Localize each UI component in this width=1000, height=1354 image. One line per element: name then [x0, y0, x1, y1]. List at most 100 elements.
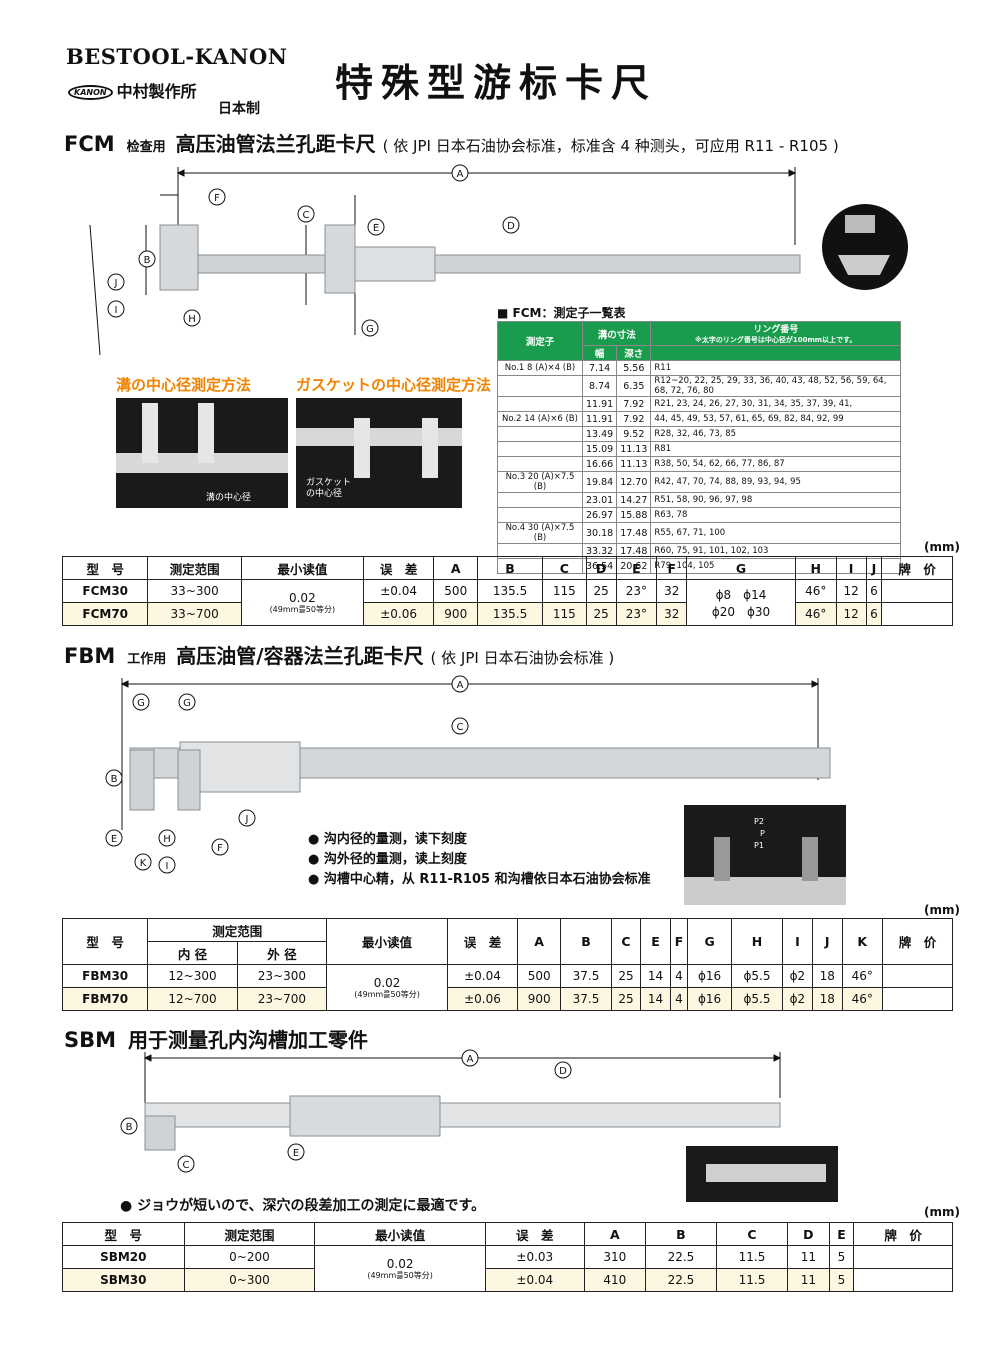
table-header: E [828, 1222, 855, 1246]
kanon-logo: KANON [68, 85, 113, 100]
table-header: 最小读值 [314, 1222, 486, 1246]
method2-title: ガスケットの中心径測定方法 [296, 376, 492, 394]
table-header: A [583, 1222, 646, 1246]
svg-text:B: B [111, 774, 118, 785]
svg-text:D: D [559, 1066, 567, 1077]
table-header: I [835, 556, 867, 580]
gasket-center-photo: ガスケット の中心径 [296, 398, 462, 508]
table-header: 测定范围 [147, 556, 242, 580]
table-header: 最小读值 [240, 556, 364, 580]
fbm-bullets: ● 沟内径的量测，读下刻度 ● 沟外径的量测，读上刻度 ● 沟槽中心精，从 R1… [308, 832, 651, 887]
dim-A: A [457, 169, 464, 180]
table-header: 测定范围 [183, 1222, 316, 1246]
table-header: 牌 价 [881, 556, 953, 580]
table-header: J [865, 556, 883, 580]
svg-text:G: G [137, 698, 145, 709]
svg-text:E: E [111, 834, 117, 845]
fcm-subtable-title: ■ FCM：測定子一覧表 [497, 306, 626, 320]
table-header: C [541, 556, 587, 580]
table-header: B [644, 1222, 717, 1246]
svg-text:A: A [457, 680, 464, 691]
svg-text:K: K [140, 858, 147, 869]
sbm-note: ● ジョウが短いので、深穴の段差加工の測定に最適です。 [120, 1198, 486, 1214]
table-header: B [477, 556, 543, 580]
sbm-unit: (mm) [924, 1205, 960, 1219]
fcm-caliper-drawing: A F B C E D J I H G [89, 164, 908, 356]
table-header: G [686, 556, 796, 580]
page-title: 特殊型游标卡尺 [335, 61, 658, 105]
fcm-name: 高压油管法兰孔距卡尺 [175, 132, 376, 156]
table-header: 牌 价 [853, 1222, 953, 1246]
svg-text:J: J [245, 814, 249, 825]
svg-text:H: H [163, 834, 171, 845]
fbm-caliper-drawing: A G G C B J E H F K I [105, 675, 831, 874]
svg-text:C: C [183, 1160, 190, 1171]
svg-text:B: B [126, 1122, 133, 1133]
svg-text:J: J [114, 278, 118, 289]
svg-text:H: H [188, 314, 196, 325]
table-header: E [615, 556, 658, 580]
brand-name: BESTOOL-KANON [66, 44, 288, 69]
maker-name: 中村製作所 [116, 82, 197, 101]
method1-title: 溝の中心径測定方法 [116, 376, 252, 394]
svg-text:C: C [457, 722, 464, 733]
svg-text:E: E [373, 223, 379, 234]
made-in: 日本制 [218, 101, 260, 117]
table-header: D [585, 556, 617, 580]
svg-text:F: F [214, 193, 220, 204]
svg-text:C: C [303, 210, 310, 221]
table-header: H [794, 556, 837, 580]
fbm-unit: (mm) [924, 903, 960, 917]
svg-text:G: G [183, 698, 191, 709]
fbm-groove-diagram: P2 P P1 [684, 805, 846, 905]
table-header: A [433, 556, 479, 580]
photo1-label: 溝の中心径 [206, 493, 252, 503]
table-header: D [787, 1222, 830, 1246]
svg-text:D: D [507, 221, 515, 232]
sub-header-ring: リング番号※太字のリング番号は中心径が100mm以上です。 [650, 321, 901, 346]
table-header: 误 差 [362, 556, 435, 580]
fcm-note: ( 依 JPI 日本石油协会标准，标准含 4 种测头，可应用 R11 - R10… [382, 137, 839, 155]
sub-header-groove: 溝の寸法 [581, 321, 652, 346]
fcm-probe-table: 測定子 溝の寸法 リング番号※太字のリング番号は中心径が100mm以上です。 幅… [497, 321, 901, 574]
groove-center-photo: 溝の中心径 [116, 398, 288, 508]
table-header: 误 差 [484, 1222, 585, 1246]
svg-text:E: E [293, 1148, 299, 1159]
sub-header-width: 幅 [581, 345, 618, 361]
photo2-label: ガスケット の中心径 [306, 478, 352, 499]
fcm-unit: (mm) [924, 540, 960, 554]
svg-text:B: B [144, 255, 151, 266]
sbm-usage-photo [686, 1146, 838, 1202]
table-header: 型 号 [61, 556, 149, 580]
svg-text:I: I [166, 861, 169, 872]
table-header: C [715, 1222, 789, 1246]
svg-text:I: I [115, 305, 118, 316]
table-header: F [656, 556, 688, 580]
fcm-section-title: FCM 检查用高压油管法兰孔距卡尺 ( 依 JPI 日本石油协会标准，标准含 4 … [64, 128, 839, 157]
svg-text:F: F [217, 843, 223, 854]
sbm-caliper-drawing: A D B C E [120, 1049, 782, 1173]
fcm-tag: 检查用 [126, 140, 166, 155]
fcm-code: FCM [64, 132, 115, 156]
table-header: 型 号 [62, 1222, 185, 1246]
